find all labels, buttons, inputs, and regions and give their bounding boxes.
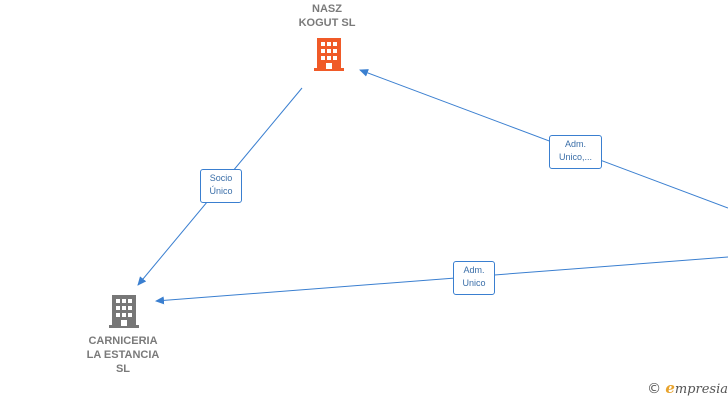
edge-label-adm-unico-truncated[interactable]: Adm. Unico,...	[549, 135, 602, 169]
node-label-carniceria[interactable]: CARNICERIA LA ESTANCIA SL	[86, 335, 160, 375]
building-icon[interactable]	[109, 295, 139, 328]
building-icon[interactable]	[314, 38, 344, 71]
brand-text: mpresia	[674, 382, 728, 397]
brand-logo: © empresia	[647, 379, 728, 397]
edge-label-adm-unico[interactable]: Adm. Unico	[453, 261, 495, 295]
node-label-nasz-kogut[interactable]: NASZ KOGUT SL	[298, 3, 356, 29]
copyright-icon: ©	[647, 381, 662, 397]
brand-initial: e	[665, 379, 675, 397]
edge-right-to-carniceria	[155, 256, 728, 305]
edge-label-socio-unico[interactable]: Socio Único	[200, 169, 242, 203]
edge-right-to-nasz	[359, 69, 728, 209]
